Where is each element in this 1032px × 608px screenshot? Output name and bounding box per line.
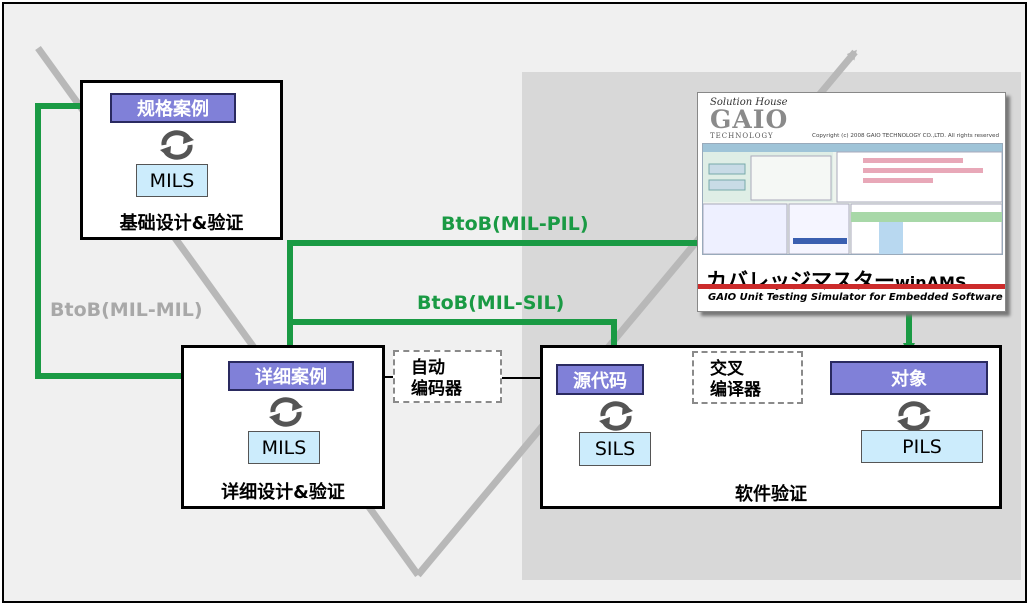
cycle-icon <box>897 401 931 431</box>
product-subtitle: GAIO Unit Testing Simulator for Embedded… <box>708 292 1003 303</box>
cross-compiler-line2: 编译器 <box>710 380 761 400</box>
spec-case-pill[interactable]: 规格案例 <box>110 93 236 123</box>
product-title: カバレッジマスターwinAMS <box>706 265 966 295</box>
sils-label: SILS <box>579 432 651 466</box>
detail-mils-label: MILS <box>248 431 320 464</box>
auto-coder-line2: 编码器 <box>411 379 462 399</box>
basic-design-caption: 基础设计&验证 <box>119 213 244 234</box>
product-title-suffix: winAMS <box>895 273 967 292</box>
auto-coder-line1: 自动 <box>411 358 445 378</box>
product-title-main: カバレッジマスター <box>706 269 895 293</box>
product-red-bar <box>698 284 1005 289</box>
software-verification-caption: 软件验证 <box>735 484 807 505</box>
pils-label: PILS <box>861 430 983 463</box>
mil-pil-label: BtoB(MIL-PIL) <box>441 213 589 235</box>
coverage-master-product-image: Solution House GAIO TECHNOLOGY Copyright… <box>697 92 1006 312</box>
cycle-icon <box>269 397 303 427</box>
detail-case-pill[interactable]: 详细案例 <box>228 361 354 391</box>
mil-sil-label: BtoB(MIL-SIL) <box>417 292 565 314</box>
product-copyright: Copyright (c) 2008 GAIO TECHNOLOGY CO.,L… <box>812 133 999 139</box>
cycle-icon <box>599 401 633 431</box>
cross-compiler-box: 交叉 编译器 <box>692 351 803 404</box>
object-pill[interactable]: 对象 <box>830 361 988 395</box>
basic-mils-label: MILS <box>136 164 208 197</box>
cross-compiler-line1: 交叉 <box>710 359 744 379</box>
auto-coder-box: 自动 编码器 <box>393 350 502 403</box>
mil-mil-label: BtoB(MIL-MIL) <box>50 299 203 321</box>
source-code-pill[interactable]: 源代码 <box>556 364 644 395</box>
product-screenshot <box>702 143 1003 255</box>
cycle-icon <box>160 130 194 160</box>
mil-pil-path <box>284 240 697 358</box>
detail-design-caption: 详细设计&验证 <box>221 482 345 503</box>
gaio-logo: Solution House GAIO TECHNOLOGY <box>710 97 789 140</box>
